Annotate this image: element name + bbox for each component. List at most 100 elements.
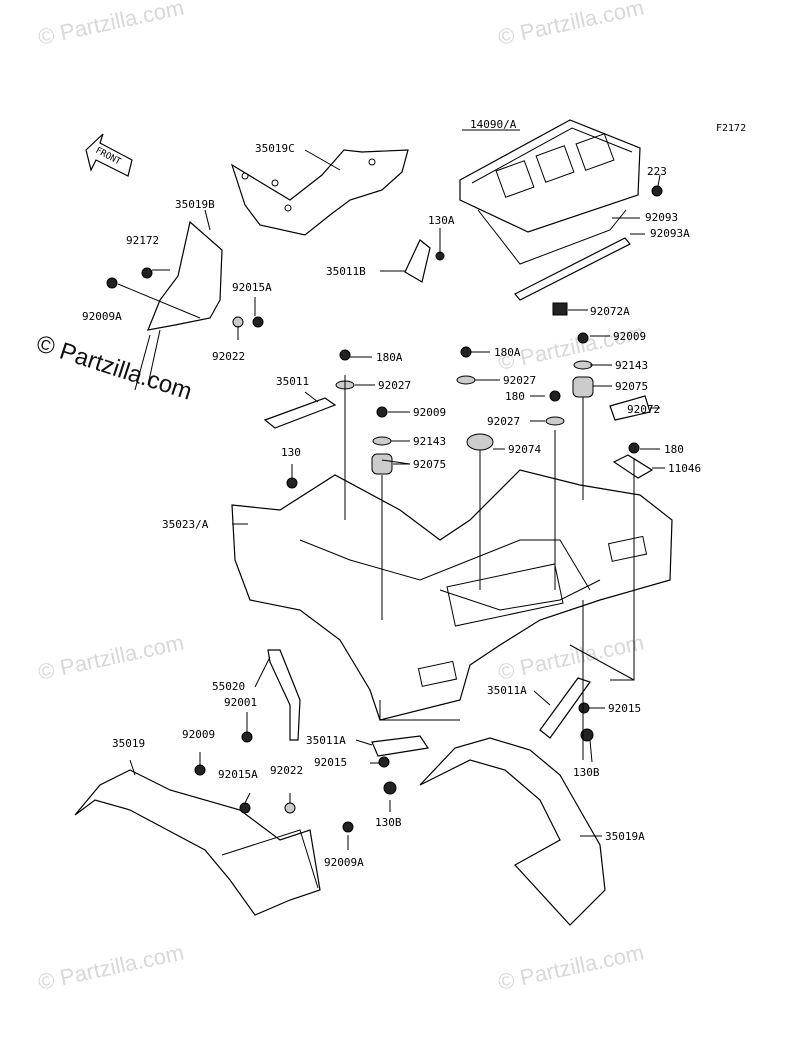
rack-14090 — [459, 119, 641, 233]
collar-92143-mid — [372, 436, 392, 446]
callout-label: 130A — [428, 214, 455, 227]
callout-label: 35019B — [175, 198, 215, 211]
watermark-tile: © Partzilla.com — [496, 0, 646, 50]
callout-label: 11046 — [668, 462, 701, 475]
washer-92027-right2 — [545, 416, 565, 426]
nut-92015-left — [378, 756, 390, 768]
bracket-35011a-left — [371, 735, 430, 757]
callout-label: 92015A — [218, 768, 258, 781]
leader-lines — [117, 129, 665, 850]
callout-label: 35023/A — [162, 518, 209, 531]
screw-92009-right — [577, 332, 589, 344]
guard-35019b — [147, 220, 223, 331]
callout-label: 92093A — [650, 227, 690, 240]
mudguard-35019 — [74, 769, 321, 916]
callout-label: 180A — [494, 346, 521, 359]
callout-label: 130B — [573, 766, 600, 779]
figure-code: F2172 — [716, 123, 746, 134]
callout-label: 92009 — [182, 728, 215, 741]
bolt-130 — [286, 477, 298, 489]
nut-92015-right — [578, 702, 590, 714]
callout-label: 92172 — [126, 234, 159, 247]
callout-label: 92009 — [613, 330, 646, 343]
callout-label: 180 — [664, 443, 684, 456]
bracket-35011b — [404, 239, 431, 283]
callout-label: 130B — [375, 816, 402, 829]
rear-fender-35023 — [231, 469, 673, 721]
screw-92009-mid — [376, 406, 388, 418]
watermark-tile: © Partzilla.com — [36, 630, 186, 685]
bolt-130a — [435, 251, 445, 261]
bolt-180a-right — [460, 346, 472, 358]
strip-92093 — [477, 209, 627, 265]
cap-92074 — [466, 433, 494, 451]
bolt-92172 — [141, 267, 153, 279]
callout-label: 55020 — [212, 680, 245, 693]
watermark-tile: © Partzilla.com — [36, 0, 186, 50]
callout-label: 92075 — [413, 458, 446, 471]
bracket-55020 — [267, 649, 301, 741]
callout-label: 92072A — [590, 305, 630, 318]
washer-92022-upper — [232, 316, 244, 328]
callout-label: 92143 — [413, 435, 446, 448]
callout-label: 92075 — [615, 380, 648, 393]
washer-92022-lower — [284, 802, 296, 814]
guard-35019c — [230, 149, 409, 236]
watermark-tile: © Partzilla.com — [496, 630, 646, 685]
damper-92075-right — [572, 376, 594, 398]
callout-label: 35011 — [276, 375, 309, 388]
callout-label: 92022 — [212, 350, 245, 363]
callout-label: 180A — [376, 351, 403, 364]
clamp-11046 — [612, 454, 654, 479]
bolt-180a-left — [339, 349, 351, 361]
callout-label: 92027 — [503, 374, 536, 387]
callout-label: 92074 — [508, 443, 541, 456]
strip-92093a — [514, 237, 631, 301]
callout-label: 35019A — [605, 830, 645, 843]
nut-92015a-upper — [252, 316, 264, 328]
watermark-tile: © Partzilla.com — [36, 940, 186, 995]
collar-92143-right — [573, 360, 593, 370]
partzilla-brand-watermark: © Partzilla.com — [33, 330, 195, 406]
callout-label: 92001 — [224, 696, 257, 709]
callout-label: 92009A — [82, 310, 122, 323]
callout-label: 180 — [505, 390, 525, 403]
nut-92015a-lower — [239, 802, 251, 814]
damper-92075-mid — [371, 453, 393, 475]
callout-label: 35011B — [326, 265, 366, 278]
callout-label: 92027 — [487, 415, 520, 428]
watermark-tile: © Partzilla.com — [496, 940, 646, 995]
bolt-92001 — [241, 731, 253, 743]
bracket-35011 — [263, 397, 337, 429]
callout-label: 14090/A — [470, 118, 517, 131]
callout-label: 92009 — [413, 406, 446, 419]
callout-label: 35011A — [487, 684, 527, 697]
callout-label: 92143 — [615, 359, 648, 372]
callout-label: 92093 — [645, 211, 678, 224]
bolt-223 — [651, 185, 663, 197]
callout-label: 35019 — [112, 737, 145, 750]
bolt-92009a-lower — [342, 821, 354, 833]
callout-label: 35019C — [255, 142, 295, 155]
clip-92072 — [609, 395, 651, 421]
mudguard-35019a — [419, 737, 606, 926]
callout-label: 92072 — [627, 403, 660, 416]
callout-label: 92015 — [608, 702, 641, 715]
washer-92027-right — [456, 375, 476, 385]
bracket-35011a-right — [539, 677, 591, 739]
callout-label: 92027 — [378, 379, 411, 392]
callout-label: 92015 — [314, 756, 347, 769]
bolt-180 — [549, 390, 561, 402]
front-arrow-icon: FRONT — [85, 133, 133, 177]
callout-label: 223 — [647, 165, 667, 178]
callout-labels: 14090/A 35019C 223 92093 35019B 130A 921… — [82, 118, 701, 869]
callout-label: 92009A — [324, 856, 364, 869]
bolt-92009a-upper — [106, 277, 118, 289]
bolt-130b-left — [383, 781, 397, 795]
clip-92072a — [552, 302, 568, 316]
callout-label: 35011A — [306, 734, 346, 747]
bolt-180-right — [628, 442, 640, 454]
callout-label: 92022 — [270, 764, 303, 777]
callout-label: 92015A — [232, 281, 272, 294]
